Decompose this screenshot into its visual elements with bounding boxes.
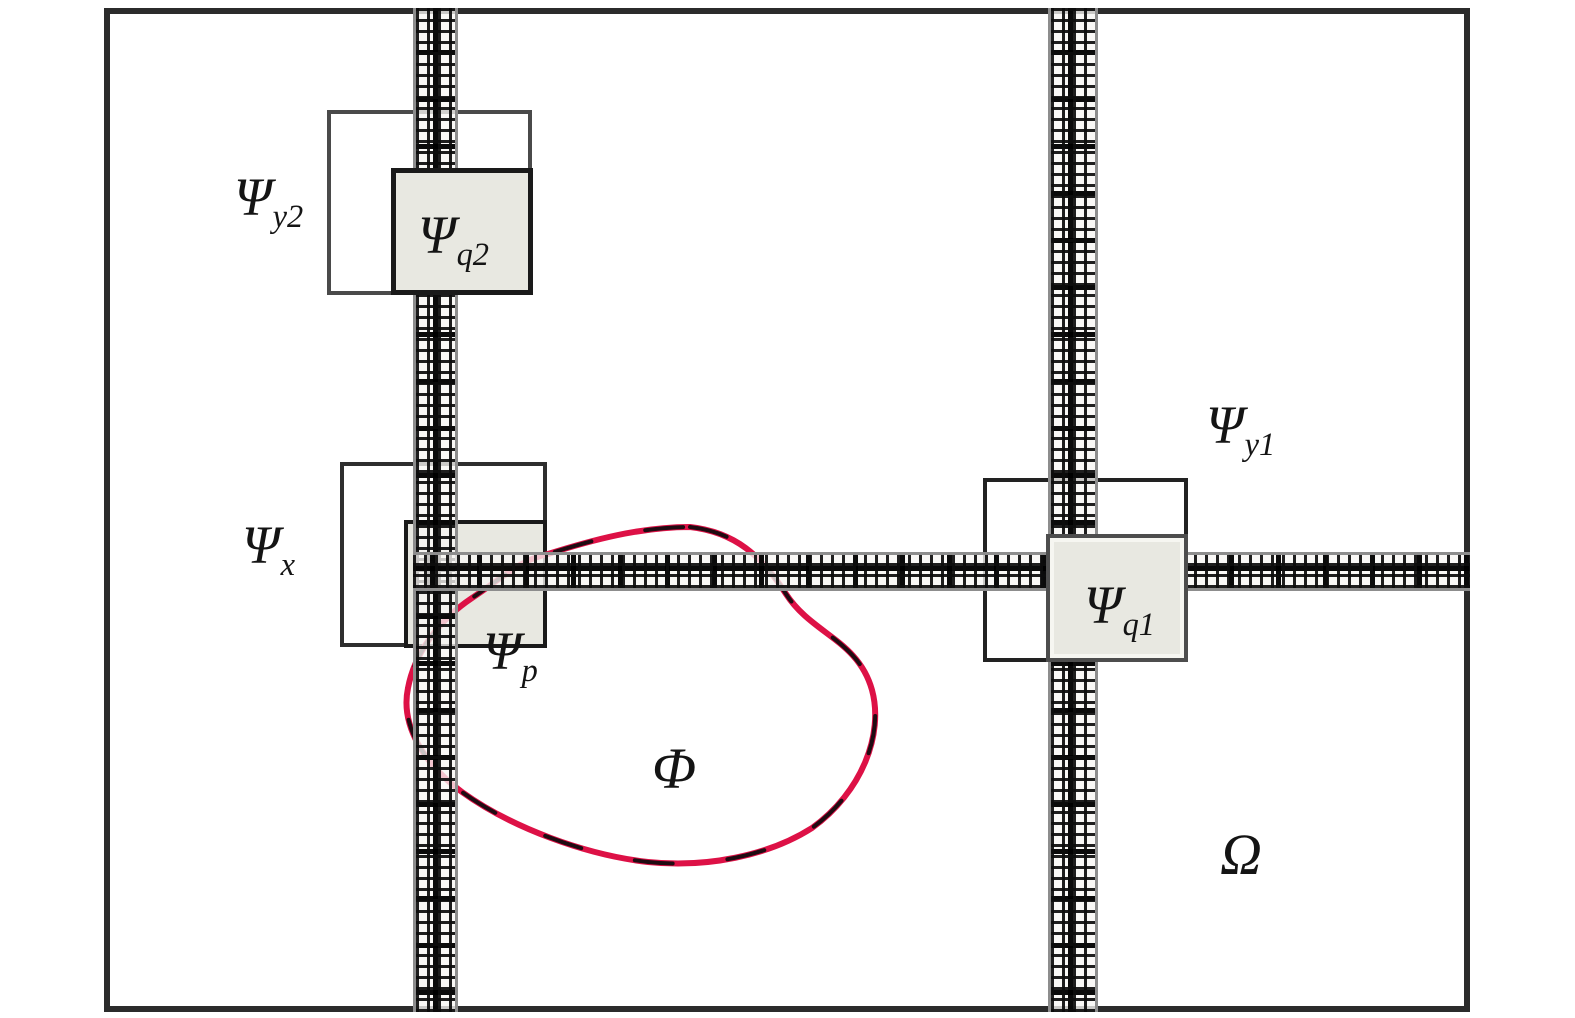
vertical-strip-right [1048, 8, 1098, 1012]
label-phi-main: Φ [652, 736, 697, 801]
label-phi: Φ [652, 740, 696, 798]
label-psi-x-main: Ψ [242, 515, 280, 575]
label-omega-main: Ω [1220, 822, 1262, 887]
domain-omega-boundary [104, 8, 1470, 1012]
label-psi-q2: Ψq2 [418, 208, 489, 272]
label-psi-q1-sub: q1 [1122, 607, 1155, 644]
label-psi-y2: Ψy2 [234, 170, 303, 234]
vertical-strip-left [413, 8, 458, 1012]
label-psi-y1-sub: y1 [1244, 427, 1276, 464]
label-psi-q1: Ψq1 [1084, 578, 1155, 642]
patch-box-psi-q2 [391, 168, 533, 295]
label-omega: Ω [1220, 826, 1262, 884]
horizontal-strip [413, 552, 1470, 591]
label-psi-x-sub: x [280, 547, 295, 584]
label-psi-y2-main: Ψ [234, 167, 272, 227]
label-psi-p: Ψp [483, 624, 538, 688]
label-psi-p-sub: p [521, 653, 538, 690]
label-psi-q2-sub: q2 [456, 237, 489, 274]
label-psi-y1-main: Ψ [1206, 395, 1244, 455]
label-psi-q1-main: Ψ [1084, 575, 1122, 635]
label-psi-y1: Ψy1 [1206, 398, 1275, 462]
patch-box-psi-q1 [1046, 534, 1188, 662]
label-psi-x: Ψx [242, 518, 295, 582]
label-psi-y2-sub: y2 [272, 199, 304, 236]
label-psi-q2-main: Ψ [418, 205, 456, 265]
label-psi-p-main: Ψ [483, 621, 521, 681]
